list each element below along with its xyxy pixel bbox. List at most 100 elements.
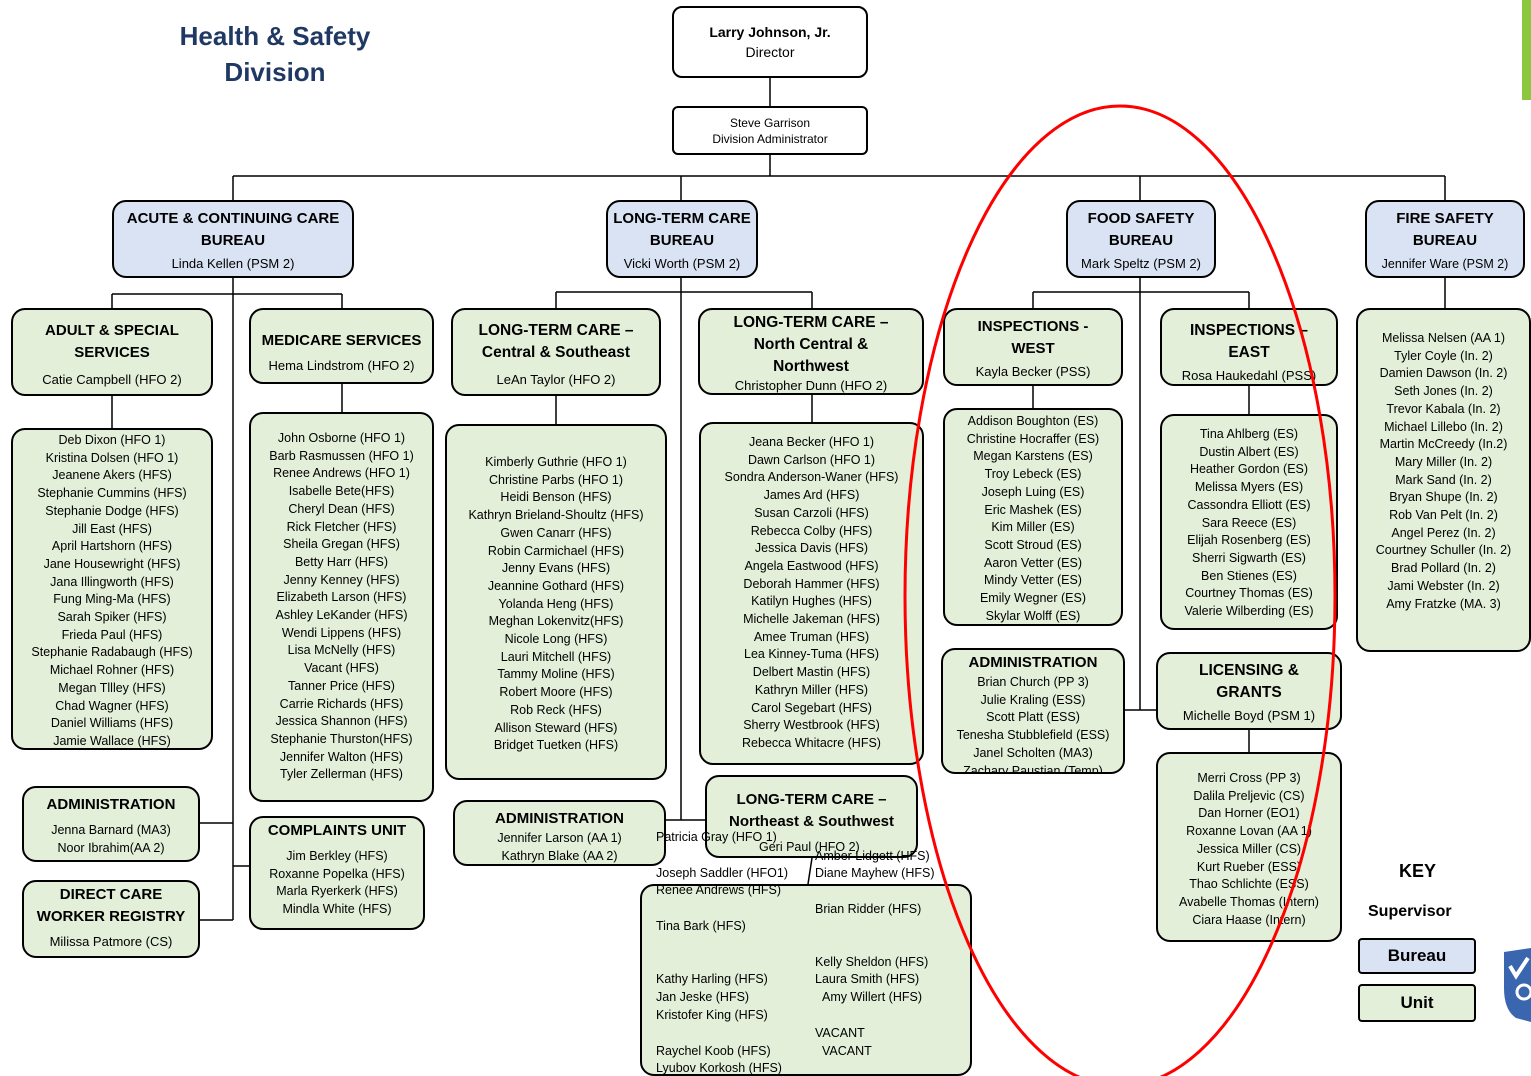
east-staff-name-8: Ben Stienes (ES)	[1201, 568, 1297, 583]
food-admin-staff-name-3: Tenesha Stubblefield (ESS)	[956, 728, 1110, 743]
registry-box: DIRECT CARE WORKER REGISTRY Milissa Patm…	[22, 880, 200, 958]
fire-staff-name-7: Mary Miller (In. 2)	[1394, 454, 1493, 469]
administrator-name: Steve Garrison	[729, 116, 811, 130]
fire-staff-name-1: Tyler Coyle (In. 2)	[1394, 348, 1493, 363]
east-staff-name-6: Elijah Rosenberg (ES)	[1187, 533, 1311, 548]
fire-staff-name-4: Trevor Kabala (In. 2)	[1386, 401, 1501, 416]
fire-staff-name-2: Damien Dawson (In. 2)	[1379, 366, 1508, 381]
fire-staff: Melissa Nelsen (AA 1) Tyler Coyle (In. 2)…	[1356, 308, 1531, 652]
food-bureau-supervisor: Mark Speltz (PSM 2)	[1081, 256, 1201, 271]
medicare-staff-name-0: John Osborne (HFO 1)	[277, 431, 406, 445]
fire-staff-name-0: Melissa Nelsen (AA 1)	[1382, 331, 1505, 345]
administrator-box: Steve Garrison Division Administrator	[672, 106, 868, 155]
food-admin-box: ADMINISTRATION Brian Church (PP 3)Julie …	[941, 648, 1125, 774]
food-bureau-box: FOOD SAFETY BUREAU Mark Speltz (PSM 2)	[1066, 200, 1216, 278]
ne-staff-right-4: Kelly Sheldon (HFS)	[815, 955, 929, 969]
inspections-west-box: INSPECTIONS - WEST Kayla Becker (PSS)	[943, 308, 1123, 386]
key-unit-swatch: Unit	[1358, 984, 1476, 1022]
food-admin-staff-name-2: Scott Platt (ESS)	[986, 710, 1080, 725]
complaints-staff-name-3: Mindla White (HFS)	[282, 902, 392, 917]
licensing-supervisor: Michelle Boyd (PSM 1)	[1182, 708, 1316, 723]
fire-staff-name-14: Jami Webster (In. 2)	[1387, 578, 1500, 593]
ltc-north-supervisor: Christopher Dunn (HFO 2)	[734, 378, 888, 393]
north-staff-name-12: Lea Kinney-Tuma (HFS)	[744, 647, 879, 662]
central-staff-name-7: Jeannine Gothard (HFS)	[487, 578, 625, 593]
medicare-staff-name-16: Jessica Shannon (HFS)	[275, 714, 408, 729]
west-staff-name-8: Aaron Vetter (ES)	[984, 555, 1082, 570]
acute-admin-staff-list: Jenna Barnard (MA3)Noor Ibrahim(AA 2)	[24, 822, 198, 857]
ltc-central-supervisor: LeAn Taylor (HFO 2)	[496, 372, 616, 387]
medicare-staff-name-4: Cheryl Dean (HFS)	[288, 501, 395, 516]
adult-staff-name-12: Stephanie Radabaugh (HFS)	[31, 645, 193, 660]
ltc-bureau-supervisor: Vicki Worth (PSM 2)	[623, 256, 741, 271]
east-staff-name-7: Sherri Sigwarth (ES)	[1192, 550, 1306, 565]
east-staff-name-0: Tina Ahlberg (ES)	[1199, 427, 1299, 441]
adult-services-supervisor: Catie Campbell (HFO 2)	[42, 372, 182, 387]
food-admin-staff-name-4: Janel Scholten (MA3)	[973, 745, 1093, 760]
west-staff-name-1: Christine Hocraffer (ES)	[966, 431, 1100, 446]
north-staff-name-17: Rebecca Whitacre (HFS)	[742, 735, 881, 750]
licensing-staff: Merri Cross (PP 3)Dalila Preljevic (CS)D…	[1156, 752, 1342, 942]
east-staff-name-5: Sara Reece (ES)	[1201, 515, 1297, 530]
north-staff-name-14: Kathryn Miller (HFS)	[754, 682, 869, 697]
fire-staff-name-3: Seth Jones (In. 2)	[1394, 384, 1493, 399]
food-admin-title: ADMINISTRATION	[968, 654, 1098, 671]
ne-staff-left-2: Renee Andrews (HFS)	[656, 883, 782, 897]
licensing-staff-name-8: Ciara Haase (Intern)	[1192, 912, 1306, 927]
west-staff-name-10: Emily Wegner (ES)	[979, 591, 1087, 606]
ltc-admin-staff-list: Jennifer Larson (AA 1)Kathryn Blake (AA …	[455, 830, 664, 864]
ltc-bureau-title: LONG-TERM CARE BUREAU	[613, 210, 751, 249]
ltc-central-title: LONG-TERM CARE – Central & Southeast	[478, 322, 634, 361]
central-staff-name-15: Allison Steward (HFS)	[494, 720, 618, 735]
complaints-unit-box: COMPLAINTS UNIT Jim Berkley (HFS)Roxanne…	[249, 816, 425, 930]
administrator-role: Division Administrator	[712, 132, 828, 146]
medicare-staff-name-19: Tyler Zellerman (HFS)	[280, 767, 403, 782]
north-staff-name-2: Sondra Anderson-Waner (HFS)	[724, 470, 899, 485]
fire-staff-name-8: Mark Sand (In. 2)	[1395, 472, 1492, 487]
east-staff-name-9: Courtney Thomas (ES)	[1185, 586, 1313, 601]
adult-staff-name-6: April Hartshorn (HFS)	[51, 539, 173, 554]
acute-bureau-title: ACUTE & CONTINUING CARE BUREAU	[126, 210, 340, 249]
food-bureau-title: FOOD SAFETY BUREAU	[1087, 210, 1195, 249]
licensing-box: LICENSING & GRANTS Michelle Boyd (PSM 1)	[1156, 652, 1342, 730]
adult-staff-name-3: Stephanie Cummins (HFS)	[37, 486, 187, 501]
medicare-staff-name-5: Rick Fletcher (HFS)	[286, 519, 397, 534]
central-staff-name-10: Nicole Long (HFS)	[504, 632, 608, 647]
fire-staff-name-5: Michael Lillebo (In. 2)	[1384, 419, 1503, 434]
medicare-staff-name-6: Sheila Gregan (HFS)	[283, 537, 400, 552]
adult-staff-name-13: Michael Rohner (HFS)	[49, 663, 175, 678]
ltc-central-staff-list: Kimberly Guthrie (HFO 1)Christine Parbs …	[447, 454, 665, 755]
east-staff-name-10: Valerie Wilberding (ES)	[1184, 604, 1314, 619]
acute-admin-box: ADMINISTRATION Jenna Barnard (MA3)Noor I…	[22, 786, 200, 862]
registry-title: DIRECT CARE WORKER REGISTRY	[36, 886, 186, 925]
ne-staff-right-6: Amy Willert (HFS)	[822, 990, 922, 1004]
adult-staff-name-2: Jeanene Akers (HFS)	[52, 468, 172, 483]
inspections-west-staff: Addison Boughton (ES)Christine Hocraffer…	[943, 408, 1123, 626]
east-staff-name-3: Melissa Myers (ES)	[1194, 480, 1304, 495]
central-staff-name-4: Gwen Canarr (HFS)	[500, 525, 612, 540]
ltc-north-staff: Jeana Becker (HFO 1) Dawn Carlson (HFO 1)…	[699, 422, 924, 765]
ltc-northeast-title: LONG-TERM CARE – Northeast & Southwest	[728, 791, 894, 830]
central-staff-name-5: Robin Carmichael (HFS)	[487, 543, 625, 558]
central-staff-name-9: Meghan Lokenvitz(HFS)	[488, 614, 624, 629]
north-staff-name-1: Dawn Carlson (HFO 1)	[747, 452, 876, 467]
ne-staff-right-8: VACANT	[822, 1044, 872, 1058]
medicare-staff-name-15: Carrie Richards (HFS)	[279, 696, 404, 711]
west-staff-name-2: Megan Karstens (ES)	[973, 449, 1093, 464]
adult-staff-name-5: Jill East (HFS)	[72, 521, 152, 536]
adult-staff-name-8: Jana Illingworth (HFS)	[50, 574, 174, 589]
ne-staff-right-7: VACANT	[815, 1026, 865, 1040]
ne-staff-right-2: Diane Mayhew (HFS)	[815, 866, 935, 880]
ltc-central-staff: Kimberly Guthrie (HFO 1)Christine Parbs …	[445, 424, 667, 780]
north-staff-name-3: James Ard (HFS)	[763, 488, 860, 503]
medicare-staff-name-1: Barb Rasmussen (HFO 1)	[269, 448, 414, 463]
ltc-admin-title: ADMINISTRATION	[495, 810, 624, 827]
fire-staff-list: Melissa Nelsen (AA 1) Tyler Coyle (In. 2)…	[1358, 330, 1529, 613]
key-bureau-swatch: Bureau	[1358, 938, 1476, 974]
complaints-unit-staff-list: Jim Berkley (HFS)Roxanne Popelka (HFS)Ma…	[251, 848, 423, 919]
medicare-staff-name-18: Jennifer Walton (HFS)	[279, 749, 404, 764]
north-staff-name-8: Deborah Hammer (HFS)	[743, 576, 880, 591]
key-bureau-label: Bureau	[1387, 946, 1447, 965]
fire-staff-name-13: Brad Pollard (In. 2)	[1391, 561, 1496, 576]
north-staff-name-0: Jeana Becker (HFO 1)	[748, 435, 875, 449]
